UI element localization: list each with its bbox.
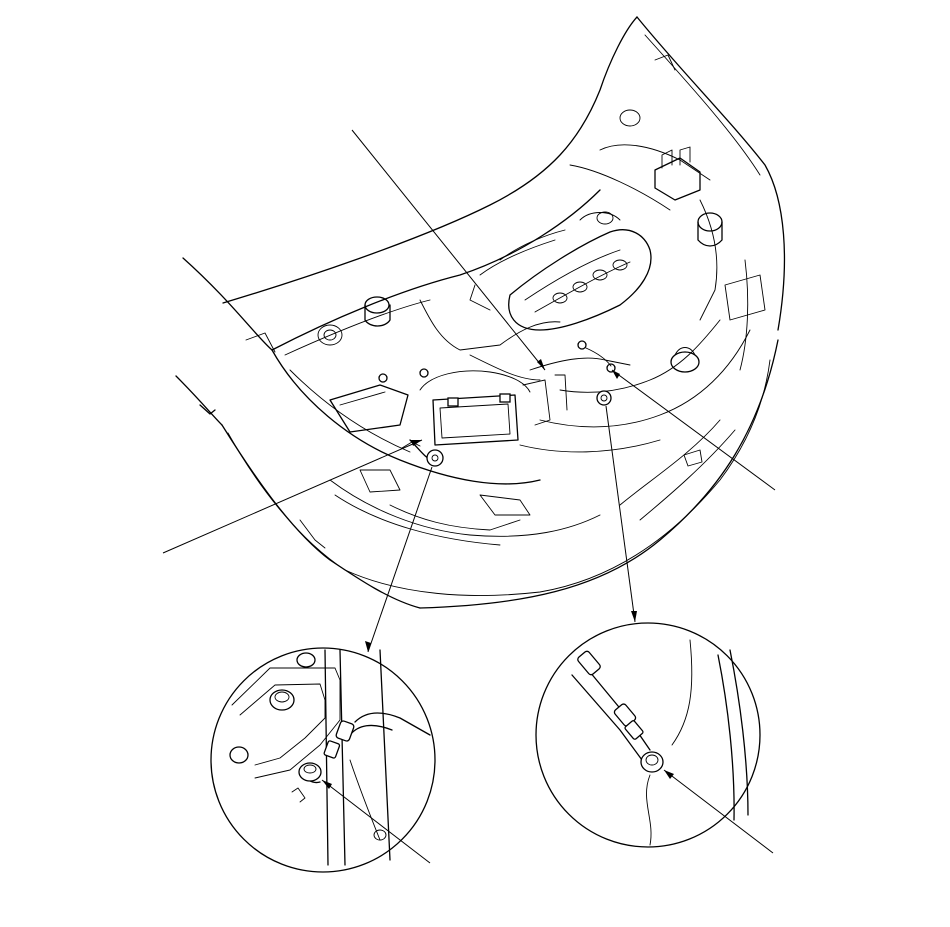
reservoir-right — [619, 109, 723, 373]
battery — [329, 370, 568, 446]
strut-tower-left — [317, 296, 391, 346]
engine-cover — [469, 211, 652, 331]
engine-compartment — [271, 144, 766, 485]
leader-lines — [162, 129, 776, 864]
detail-circle-left — [210, 647, 436, 873]
detail-circle-right — [535, 622, 761, 848]
front-body — [175, 339, 779, 609]
ground-bolt-left — [378, 368, 444, 467]
hood-outline — [182, 16, 786, 353]
ground-bolt-right — [577, 340, 616, 406]
